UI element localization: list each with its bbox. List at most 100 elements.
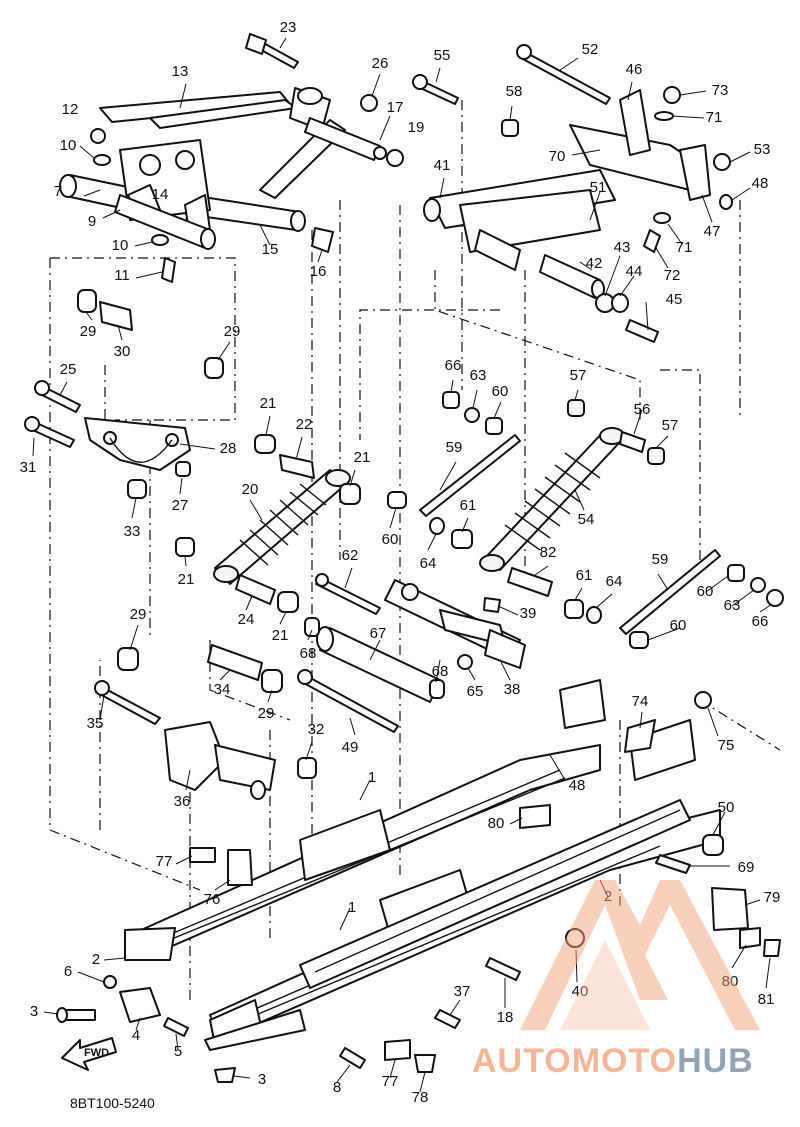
callout-71-2: 71 xyxy=(676,239,693,256)
leader-lines xyxy=(32,37,773,1093)
callout-60-1: 60 xyxy=(492,383,509,400)
callout-2-1: 2 xyxy=(92,951,100,968)
callout-44-1: 44 xyxy=(626,263,643,280)
callout-63-1: 63 xyxy=(470,367,487,384)
callout-27-1: 27 xyxy=(172,497,189,514)
callout-26-1: 26 xyxy=(372,55,389,72)
watermark-brand-part1: AUTOMOTO xyxy=(472,1042,677,1080)
callout-41-1: 41 xyxy=(434,157,451,174)
callout-32-1: 32 xyxy=(308,721,325,738)
callout-60-4: 60 xyxy=(670,617,687,634)
callout-62-1: 62 xyxy=(342,547,359,564)
callout-64-1: 64 xyxy=(420,555,437,572)
callout-49-1: 49 xyxy=(342,739,359,756)
watermark-brand: AUTOMOTOHUB xyxy=(472,1042,754,1080)
callout-48-2: 48 xyxy=(569,777,586,794)
callout-4-1: 4 xyxy=(132,1027,140,1044)
callout-65-1: 65 xyxy=(467,683,484,700)
callout-28-1: 28 xyxy=(220,440,237,457)
callout-35-1: 35 xyxy=(87,715,104,732)
callout-77-1: 77 xyxy=(156,853,173,870)
rail-hardware xyxy=(56,691,781,1083)
callout-2-2: 2 xyxy=(604,888,612,905)
callout-5-1: 5 xyxy=(174,1043,182,1060)
callout-29-1: 29 xyxy=(80,323,97,340)
callout-labels: 1122334567891010111213141516171819202121… xyxy=(20,19,781,1106)
callout-64-2: 64 xyxy=(606,573,623,590)
callout-38-1: 38 xyxy=(504,681,521,698)
callout-60-2: 60 xyxy=(382,531,399,548)
callout-21-3: 21 xyxy=(178,571,195,588)
callout-29-3: 29 xyxy=(130,606,147,623)
callout-72-1: 72 xyxy=(664,267,681,284)
callout-21-1: 21 xyxy=(260,395,277,412)
callout-55-1: 55 xyxy=(434,47,451,64)
callout-12-1: 12 xyxy=(62,101,79,118)
callout-1-2: 1 xyxy=(348,899,356,916)
callout-68-1: 68 xyxy=(300,645,317,662)
fwd-arrow: FWD xyxy=(61,1037,117,1071)
slide-rails xyxy=(124,679,721,1051)
callout-82-1: 82 xyxy=(540,544,557,561)
callout-8-1: 8 xyxy=(333,1079,341,1096)
callout-10-1: 10 xyxy=(60,137,77,154)
callout-66-1: 66 xyxy=(445,357,462,374)
callout-69-1: 69 xyxy=(738,859,755,876)
callout-52-1: 52 xyxy=(582,41,599,58)
callout-81-1: 81 xyxy=(758,991,775,1008)
callout-56-1: 56 xyxy=(634,401,651,418)
callout-53-1: 53 xyxy=(754,141,771,158)
callout-13-1: 13 xyxy=(172,63,189,80)
callout-47-1: 47 xyxy=(704,223,721,240)
rear-shock-assembly xyxy=(387,391,784,649)
callout-40-1: 40 xyxy=(572,983,589,1000)
callout-67-1: 67 xyxy=(370,625,387,642)
callout-45-1: 45 xyxy=(666,291,683,308)
lower-pivot-assembly xyxy=(94,644,317,800)
callout-31-1: 31 xyxy=(20,459,37,476)
callout-21-2: 21 xyxy=(354,449,371,466)
callout-3-2: 3 xyxy=(258,1071,266,1088)
watermark-logo xyxy=(520,880,760,1030)
callout-10-2: 10 xyxy=(112,237,129,254)
callout-16-1: 16 xyxy=(310,263,327,280)
callout-58-1: 58 xyxy=(506,83,523,100)
callout-20-1: 20 xyxy=(242,481,259,498)
callout-50-1: 50 xyxy=(718,799,735,816)
callout-9-1: 9 xyxy=(88,213,96,230)
callout-3-1: 3 xyxy=(30,1003,38,1020)
callout-29-4: 29 xyxy=(258,705,275,722)
callout-22-1: 22 xyxy=(296,416,313,433)
callout-36-1: 36 xyxy=(174,793,191,810)
callout-54-1: 54 xyxy=(578,511,595,528)
rear-arm-assembly xyxy=(412,44,733,343)
callout-18-1: 18 xyxy=(497,1009,514,1026)
callout-11-1: 11 xyxy=(114,267,130,284)
fwd-label: FWD xyxy=(84,1047,109,1059)
callout-63-2: 63 xyxy=(724,597,741,614)
callout-71-1: 71 xyxy=(706,109,723,126)
callout-57-1: 57 xyxy=(570,367,587,384)
callout-75-1: 75 xyxy=(718,737,735,754)
callout-30-1: 30 xyxy=(114,343,131,360)
watermark-brand-part2: HUB xyxy=(677,1042,754,1080)
callout-70-1: 70 xyxy=(549,148,566,165)
front-suspension-arm xyxy=(59,33,404,379)
callout-59-1: 59 xyxy=(446,439,463,456)
callout-61-1: 61 xyxy=(460,497,477,514)
callout-21-4: 21 xyxy=(272,627,289,644)
callout-17-1: 17 xyxy=(387,99,404,116)
callout-73-1: 73 xyxy=(712,82,729,99)
front-shock-assembly xyxy=(24,380,361,613)
callout-57-2: 57 xyxy=(662,417,679,434)
callout-39-1: 39 xyxy=(520,605,537,622)
callout-74-1: 74 xyxy=(632,693,649,710)
callout-19-1: 19 xyxy=(408,119,425,136)
callout-6-1: 6 xyxy=(64,963,72,980)
callout-61-2: 61 xyxy=(576,567,593,584)
callout-80-1: 80 xyxy=(488,815,505,832)
callout-59-2: 59 xyxy=(652,551,669,568)
callout-29-2: 29 xyxy=(224,323,241,340)
callout-34-1: 34 xyxy=(214,681,231,698)
callout-80-2: 80 xyxy=(722,973,739,990)
